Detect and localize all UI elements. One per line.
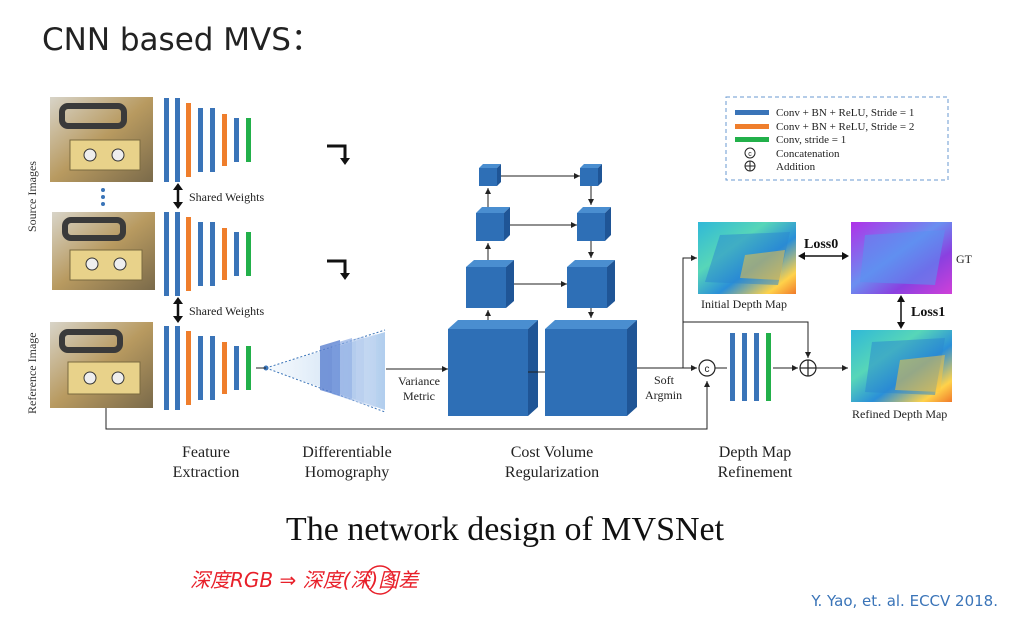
stage-cost-volume-line1: Cost Volume [511,444,594,461]
legend-concat-icon: c [744,147,756,159]
citation: Y. Yao, et. al. ECCV 2018. [811,592,998,610]
warp-arrow-1 [327,144,350,165]
refinement-bars [730,333,771,401]
cost-volume-cube-mid-1 [466,260,514,308]
refined-depth-map-label: Refined Depth Map [852,407,947,421]
addition-icon [799,359,817,377]
homography-frustum [263,329,386,413]
stage-refinement-line2: Refinement [718,464,793,481]
variance-metric-line-2: Metric [403,389,435,403]
initial-depth-map-label: Initial Depth Map [701,297,787,311]
feature-extractor-source-2 [164,212,251,296]
soft-argmin-line-1: Soft [654,373,675,387]
svg-text:c: c [748,151,752,158]
handwritten-note: 深度RGB ⇒ 深度(深)图差 [190,565,420,595]
to-initial-depth-line [682,255,697,368]
stage-feature-extraction-line1: Feature [182,444,230,461]
legend-label-5: Addition [776,161,816,173]
gt-label: GT [956,252,973,266]
feature-extractor-reference [164,326,251,410]
cost-volume-cube-tiny-2 [580,164,602,186]
feature-extractor-source-1 [164,98,251,182]
loss1-label: Loss1 [911,305,945,320]
legend-addition-icon [744,160,756,172]
refined-depth-map [851,330,952,402]
shared-weights-label-1: Shared Weights [189,190,264,204]
source-images-label: Source Images [25,161,39,232]
initial-depth-map [698,222,796,294]
gt-depth-map [851,222,952,294]
stage-homography-line2: Homography [305,464,389,481]
shared-weights-label-2: Shared Weights [189,304,264,318]
variance-metric-line-1: Variance [398,374,440,388]
cost-volume-cubes [448,164,637,416]
soft-argmin-line-2: Argmin [645,388,682,402]
cost-volume-cube-small-2 [577,207,611,241]
stage-feature-extraction-line2: Extraction [173,464,240,481]
reference-image-label: Reference Image [25,332,39,414]
legend: Conv + BN + ReLU, Stride = 1 Conv + BN +… [725,96,949,181]
source-image-1 [50,97,153,182]
loss0-label: Loss0 [804,237,838,252]
cost-volume-cube-large-1 [448,320,538,416]
warp-arrow-2 [327,259,350,280]
stage-homography-line1: Differentiable [302,444,391,461]
ellipsis-dots [101,188,105,206]
cost-volume-cube-mid-2 [567,260,615,308]
concatenation-icon: c [698,359,716,377]
loss0-arrow [798,252,849,260]
loss1-arrow [897,295,905,329]
cost-volume-cube-small-1 [476,207,510,241]
svg-text:深度RGB ⇒ 深度(深)图差: 深度RGB ⇒ 深度(深)图差 [190,568,420,592]
legend-label-4: Concatenation [776,148,840,160]
stage-cost-volume-line2: Regularization [505,464,599,481]
legend-label-3: Conv, stride = 1 [776,134,846,146]
source-image-2 [52,212,155,290]
shared-weights-arrow-1 [173,183,183,209]
reference-image [50,322,153,408]
legend-swatch-blue [735,110,769,115]
slide-title: CNN based MVS： [42,22,322,58]
shared-weights-arrow-2 [173,297,183,323]
legend-swatch-orange [735,124,769,129]
legend-swatch-green [735,137,769,142]
figure-caption: The network design of MVSNet [285,511,725,548]
to-addition-line [683,321,811,358]
cost-volume-cube-tiny-1 [479,164,501,186]
svg-text:c: c [705,364,710,375]
legend-label-2: Conv + BN + ReLU, Stride = 2 [776,121,914,133]
cost-volume-cube-large-2 [545,320,637,416]
stage-refinement-line1: Depth Map [719,444,791,461]
legend-label-1: Conv + BN + ReLU, Stride = 1 [776,107,914,119]
reference-skip-line [105,381,710,430]
